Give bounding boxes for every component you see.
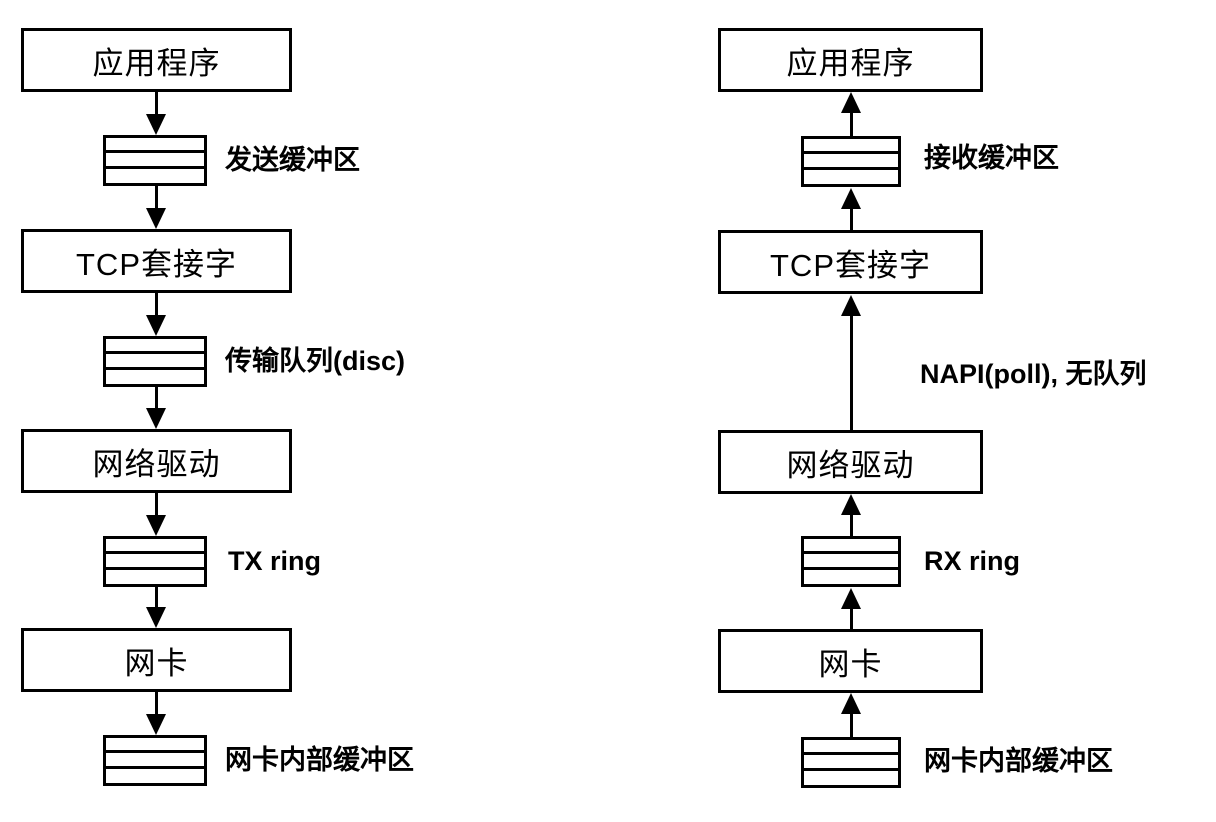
arrow-head — [146, 408, 166, 429]
arrow-up-icon — [841, 693, 861, 737]
queue-line — [106, 551, 204, 554]
arrow-head — [146, 714, 166, 735]
send-network-driver-label: 网络驱动 — [92, 446, 221, 482]
arrow-shaft — [154, 186, 158, 213]
arrow-head — [841, 188, 861, 209]
arrow-down-icon — [146, 493, 166, 536]
arrow-head — [841, 693, 861, 714]
queue-line — [804, 167, 898, 170]
receive-buffer-queue-icon — [801, 136, 901, 187]
send-application-label: 应用程序 — [92, 45, 221, 81]
send-buffer-queue-icon — [103, 135, 207, 186]
recv-application-box: 应用程序 — [718, 28, 983, 92]
send-network-driver-box: 网络驱动 — [21, 429, 292, 493]
send-buffer-label: 发送缓冲区 — [225, 145, 360, 175]
arrow-up-icon — [841, 494, 861, 536]
recv-nic-internal-buffer-label: 网卡内部缓冲区 — [924, 746, 1113, 776]
arrow-up-icon — [841, 295, 861, 430]
arrow-down-icon — [146, 92, 166, 135]
send-nic-label: 网卡 — [124, 645, 189, 681]
send-tcp-socket-box: TCP套接字 — [21, 229, 292, 293]
tx-ring-label: TX ring — [228, 546, 321, 576]
recv-tcp-socket-box: TCP套接字 — [718, 230, 983, 294]
arrow-down-icon — [146, 692, 166, 735]
send-application-box: 应用程序 — [21, 28, 292, 92]
arrow-shaft — [154, 587, 158, 612]
arrow-head — [146, 208, 166, 229]
send-nic-internal-buffer-label: 网卡内部缓冲区 — [225, 745, 414, 775]
arrow-shaft — [849, 604, 853, 629]
arrow-up-icon — [841, 588, 861, 629]
transmit-queue-icon — [103, 336, 207, 387]
tx-ring-queue-icon — [103, 536, 207, 587]
arrow-head — [146, 515, 166, 536]
recv-nic-label: 网卡 — [818, 646, 883, 682]
arrow-shaft — [154, 692, 158, 719]
queue-line — [804, 551, 898, 554]
receive-buffer-label: 接收缓冲区 — [924, 143, 1059, 173]
recv-nic-internal-buffer-queue-icon — [801, 737, 901, 788]
send-tcp-socket-label: TCP套接字 — [76, 246, 237, 282]
arrow-up-icon — [841, 188, 861, 230]
transmit-queue-label: 传输队列(disc) — [225, 346, 406, 376]
queue-line — [106, 367, 204, 370]
arrow-shaft — [154, 387, 158, 413]
recv-application-label: 应用程序 — [786, 45, 915, 81]
napi-edge-label: NAPI(poll), 无队列 — [920, 359, 1147, 389]
queue-line — [106, 766, 204, 769]
rx-ring-queue-icon — [801, 536, 901, 587]
queue-line — [804, 768, 898, 771]
recv-network-driver-box: 网络驱动 — [718, 430, 983, 494]
recv-nic-box: 网卡 — [718, 629, 983, 693]
arrow-down-icon — [146, 387, 166, 429]
arrow-shaft — [849, 108, 853, 136]
arrow-shaft — [849, 204, 853, 230]
arrow-down-icon — [146, 186, 166, 229]
queue-line — [106, 750, 204, 753]
queue-line — [804, 567, 898, 570]
arrow-shaft — [849, 709, 853, 737]
recv-network-driver-label: 网络驱动 — [786, 447, 915, 483]
arrow-head — [146, 114, 166, 135]
queue-line — [106, 567, 204, 570]
queue-line — [804, 752, 898, 755]
arrow-head — [146, 315, 166, 336]
arrow-up-icon — [841, 92, 861, 136]
send-nic-box: 网卡 — [21, 628, 292, 692]
arrow-shaft — [849, 311, 853, 430]
arrow-head — [841, 295, 861, 316]
arrow-head — [841, 494, 861, 515]
rx-ring-label: RX ring — [924, 546, 1021, 576]
queue-line — [106, 166, 204, 169]
arrow-shaft — [154, 92, 158, 119]
arrow-head — [841, 588, 861, 609]
arrow-down-icon — [146, 587, 166, 628]
queue-line — [106, 351, 204, 354]
recv-tcp-socket-label: TCP套接字 — [770, 247, 931, 283]
arrow-head — [146, 607, 166, 628]
queue-line — [804, 151, 898, 154]
queue-line — [106, 150, 204, 153]
send-nic-internal-buffer-queue-icon — [103, 735, 207, 786]
arrow-down-icon — [146, 293, 166, 336]
arrow-shaft — [154, 493, 158, 520]
arrow-head — [841, 92, 861, 113]
arrow-shaft — [154, 293, 158, 320]
arrow-shaft — [849, 510, 853, 536]
